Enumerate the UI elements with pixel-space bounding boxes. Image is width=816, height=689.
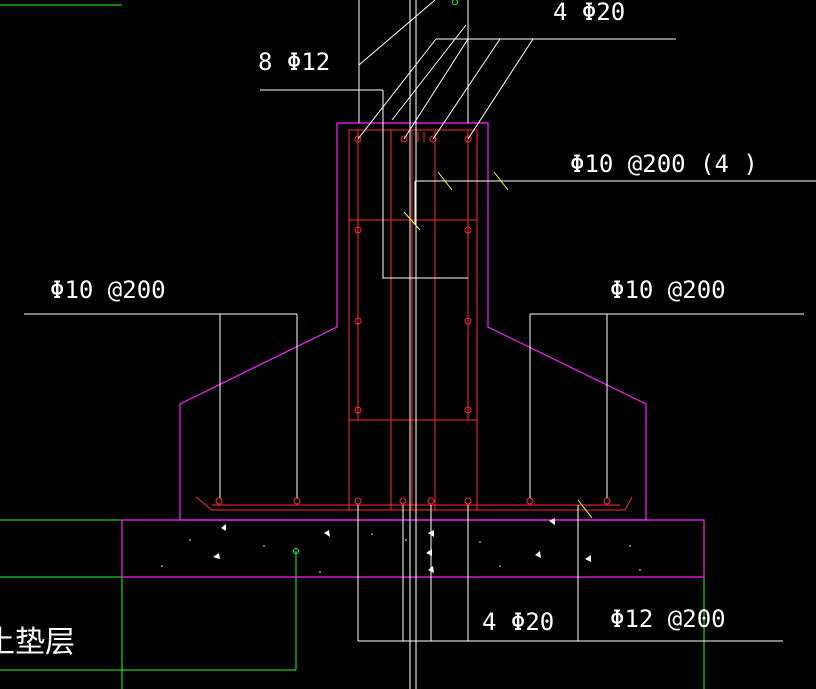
rebar-dot [427, 497, 435, 505]
rebar-dot [526, 497, 534, 505]
right-distribution-label: Φ10 @200 [610, 276, 726, 304]
left-distribution-label: Φ10 @200 [50, 276, 166, 304]
rebar-dot [429, 135, 437, 143]
rebar-dot [464, 226, 472, 234]
top-rebar-label: 4 Φ20 [553, 0, 625, 26]
footing-outline [121, 122, 705, 578]
rebar-dot [464, 135, 472, 143]
rebar-dot [354, 317, 362, 325]
rebar-dot [400, 135, 408, 143]
column-stirrup-label: Φ10 @200 (4 ) [570, 150, 758, 178]
rebar-dot [293, 497, 301, 505]
yellow-ticks [403, 171, 593, 519]
rebar-dot [354, 135, 362, 143]
green-frame-lines [0, 0, 705, 689]
bottom-stirrup-label: Φ12 @200 [610, 605, 726, 633]
rebar-dot [603, 497, 611, 505]
rebar-dot [354, 406, 362, 414]
cushion-layer-label: 土垫层 [0, 625, 75, 660]
rebar-cage [195, 129, 633, 511]
rebar-dot [464, 497, 472, 505]
bottom-rebar-label: 4 Φ20 [482, 608, 554, 636]
rebar-dot [464, 406, 472, 414]
rebar-dot [464, 317, 472, 325]
leader-lines [24, 0, 816, 689]
column-rebar-label: 8 Φ12 [258, 48, 330, 76]
rebar-dot [354, 497, 362, 505]
rebar-dot [399, 497, 407, 505]
rebar-dot [215, 497, 223, 505]
rebar-dot [354, 226, 362, 234]
rebar-dots [215, 135, 611, 505]
concrete-hatch [161, 518, 641, 573]
